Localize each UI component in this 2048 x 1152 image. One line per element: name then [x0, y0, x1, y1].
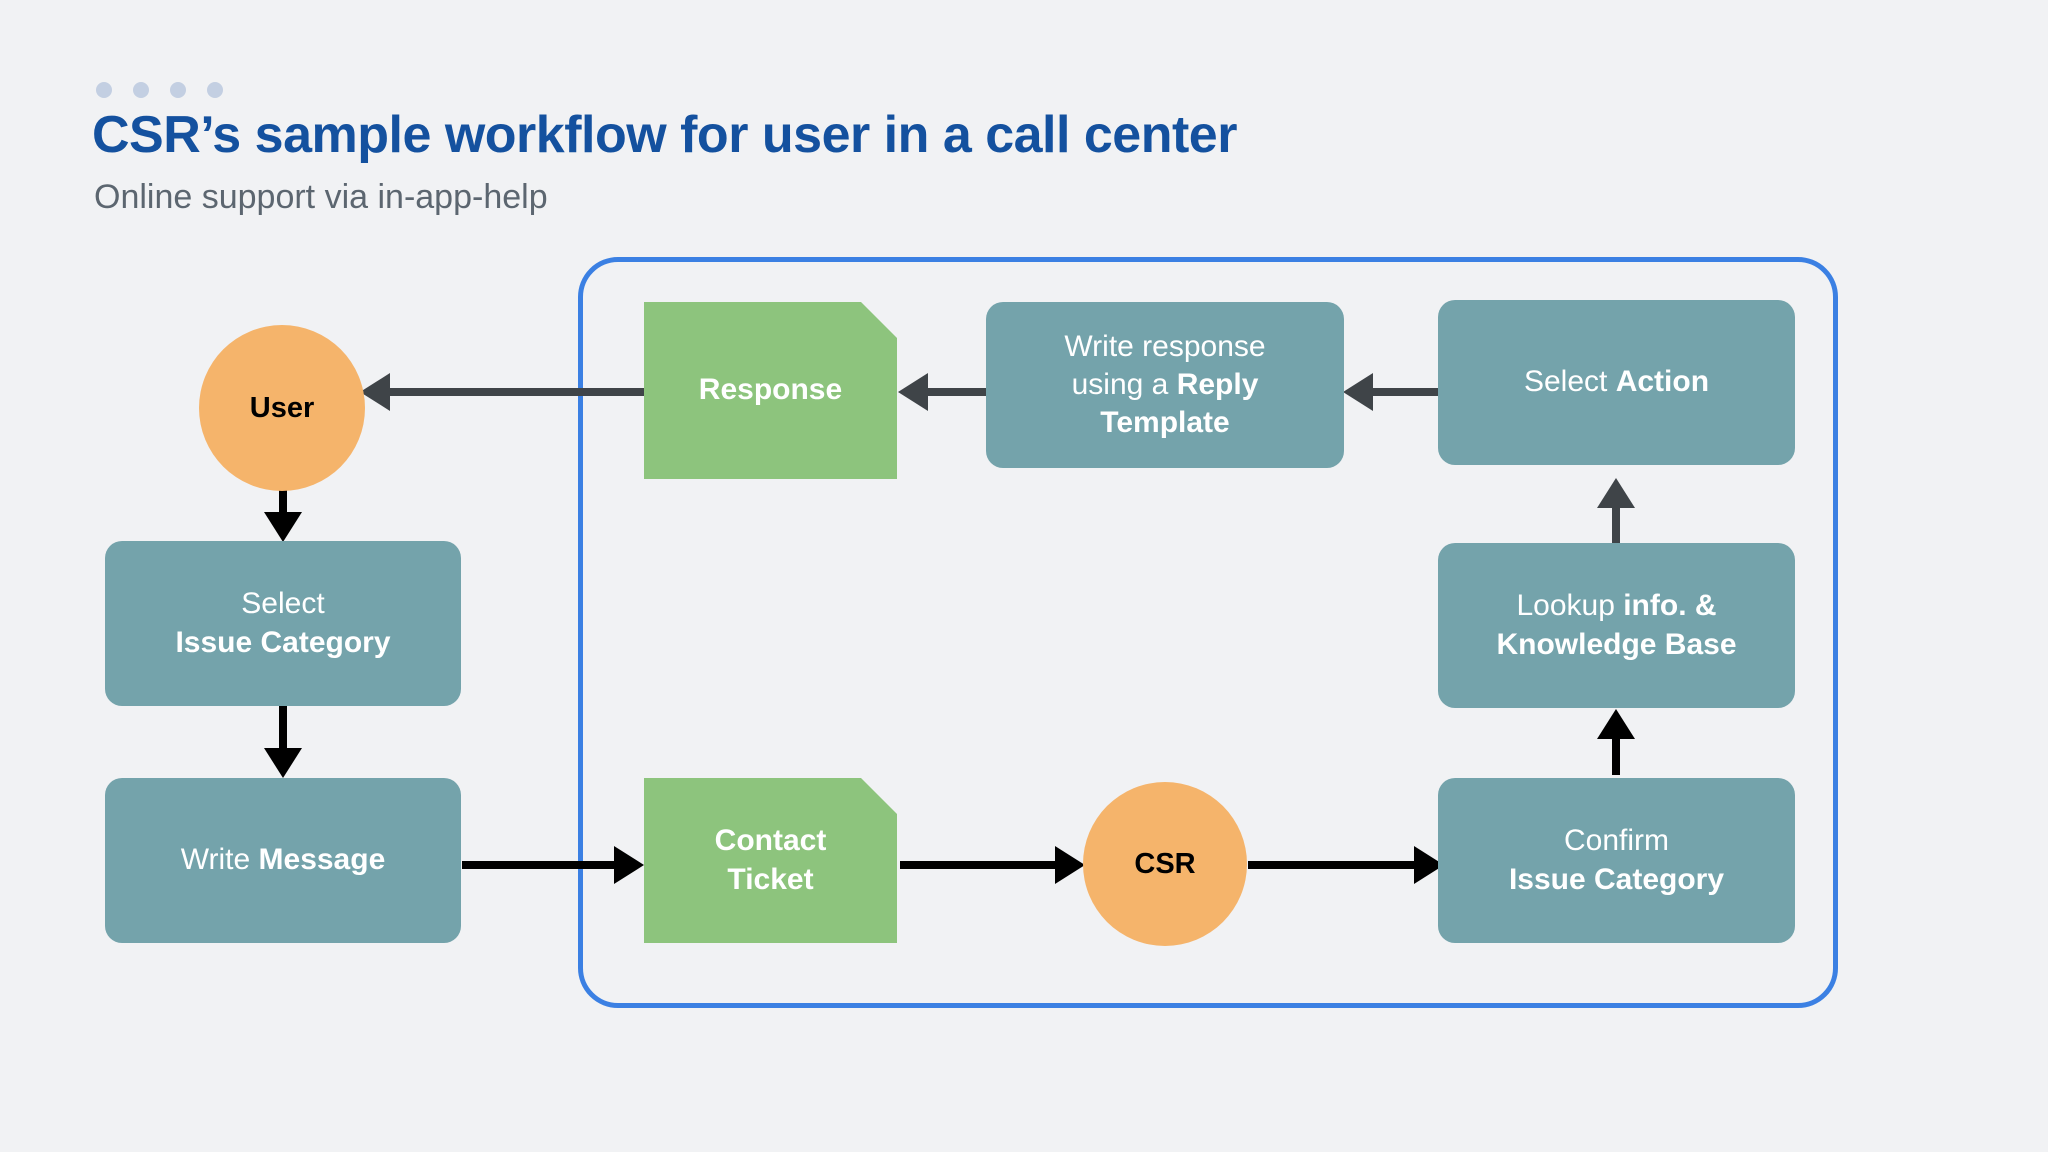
node-csr-label: CSR: [1134, 847, 1196, 880]
label-line-2: using a: [1071, 367, 1177, 401]
label-line-1: Lookup: [1516, 589, 1624, 623]
dot-3: [170, 82, 186, 98]
node-lookup-info-label: Lookup info. & Knowledge Base: [1438, 587, 1795, 663]
node-user-label: User: [249, 391, 315, 424]
edge-select-action-to-write-response: [1343, 373, 1443, 411]
page-subtitle: Online support via in-app-help: [94, 178, 548, 216]
node-write-response[interactable]: Write response using a Reply Template: [986, 302, 1344, 468]
node-select-issue-category-label: Select Issue Category: [105, 585, 461, 661]
label-line-2: Knowledge Base: [1496, 627, 1737, 661]
dot-4: [207, 82, 223, 98]
edge-response-to-user: [360, 373, 650, 411]
edge-csr-to-confirm: [1248, 846, 1444, 884]
node-select-action-label: Select Action: [1438, 363, 1795, 401]
node-confirm-issue-category-label: Confirm Issue Category: [1438, 822, 1795, 898]
label-line-1: Write: [180, 843, 259, 877]
edge-contact-ticket-to-csr: [900, 846, 1085, 884]
decorative-dots: [96, 82, 223, 98]
label-line-1: Confirm: [1563, 824, 1669, 858]
label-line-2: Issue Category: [1508, 862, 1725, 896]
node-confirm-issue-category[interactable]: Confirm Issue Category: [1438, 778, 1795, 943]
node-contact-ticket-label: Contact Ticket: [644, 822, 897, 898]
label-line-2: Issue Category: [175, 625, 391, 659]
label-line-1-bold: Message: [258, 843, 386, 877]
label-line-1: Write response: [1064, 329, 1266, 363]
node-select-action[interactable]: Select Action: [1438, 300, 1795, 465]
edge-user-to-select-issue-category: [264, 470, 302, 542]
label-line-2-bold: Reply: [1176, 367, 1259, 401]
dot-2: [133, 82, 149, 98]
edge-write-message-to-contact-ticket: [462, 846, 644, 884]
label-line-1: Select: [241, 587, 325, 621]
edge-select-issue-category-to-write-message: [264, 706, 302, 778]
dot-1: [96, 82, 112, 98]
node-user[interactable]: User: [199, 325, 365, 491]
label-line-1-bold: info. &: [1623, 589, 1717, 623]
node-lookup-info-knowledge-base[interactable]: Lookup info. & Knowledge Base: [1438, 543, 1795, 708]
label-line-1: Select: [1523, 365, 1616, 399]
edge-write-response-to-response: [898, 373, 998, 411]
label-line-3: Template: [1100, 406, 1230, 440]
label-line-1: Contact: [714, 824, 827, 858]
node-response[interactable]: Response: [644, 302, 897, 479]
node-contact-ticket[interactable]: Contact Ticket: [644, 778, 897, 943]
node-response-label: Response: [698, 373, 843, 407]
edge-confirm-to-lookup: [1597, 709, 1635, 775]
node-write-response-label: Write response using a Reply Template: [986, 328, 1344, 442]
node-csr[interactable]: CSR: [1083, 782, 1247, 946]
in-app-help-scope-frame: [578, 257, 1838, 1008]
label-line-1-bold: Action: [1615, 365, 1710, 399]
edge-lookup-to-select-action: [1597, 478, 1635, 544]
node-write-message-label: Write Message: [105, 841, 461, 879]
node-write-message[interactable]: Write Message: [105, 778, 461, 943]
label-line-2: Ticket: [727, 862, 814, 896]
node-select-issue-category[interactable]: Select Issue Category: [105, 541, 461, 706]
page-title: CSR’s sample workflow for user in a call…: [92, 106, 1237, 164]
